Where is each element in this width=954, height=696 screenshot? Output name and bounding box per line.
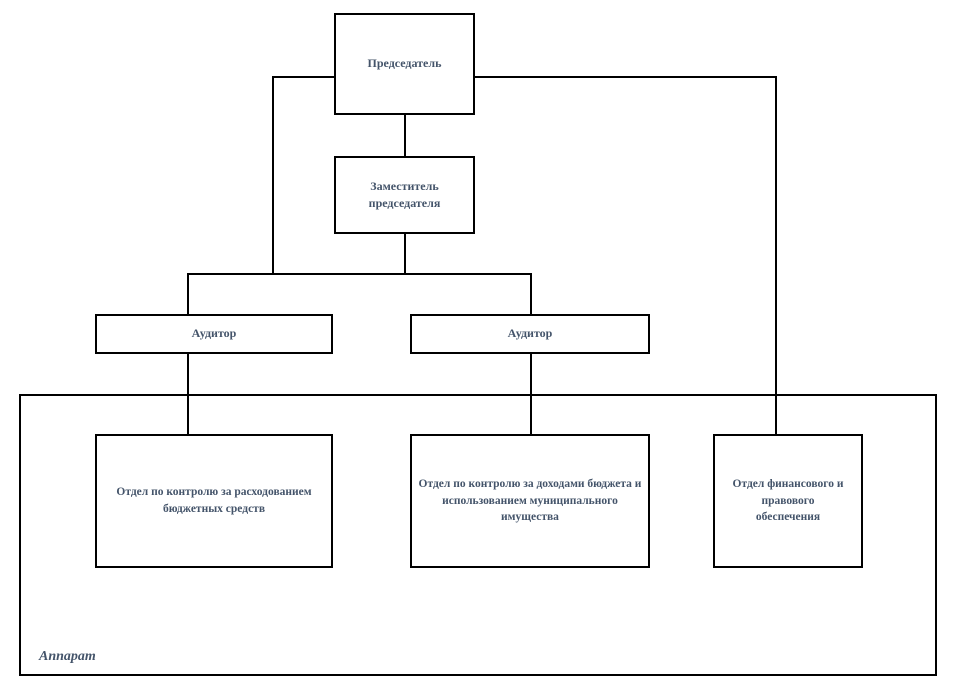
- node-dept-finance-legal: Отдел финансового и правового обеспечени…: [713, 434, 863, 568]
- node-auditor-left: Аудитор: [95, 314, 333, 354]
- connector-chairman-right-branch: [474, 76, 777, 78]
- connector-auditors-bar: [187, 273, 532, 275]
- node-auditor-right: Аудитор: [410, 314, 650, 354]
- connector-bar-to-auditor-left: [187, 273, 189, 315]
- connector-auditor-right-to-dept: [530, 353, 532, 435]
- apparatus-container: Аппарат: [19, 394, 937, 676]
- connector-deputy-to-bar: [404, 233, 406, 275]
- connector-chairman-deputy: [404, 114, 406, 157]
- node-dept-budget-spending-control: Отдел по контролю за расходованием бюдже…: [95, 434, 333, 568]
- connector-chairman-left-branch: [272, 76, 335, 78]
- node-chairman: Председатель: [334, 13, 475, 115]
- connector-auditor-left-to-dept: [187, 353, 189, 435]
- connector-bar-to-auditor-right: [530, 273, 532, 315]
- node-deputy-chairman: Заместитель председателя: [334, 156, 475, 234]
- node-dept-budget-income-control: Отдел по контролю за доходами бюджета и …: [410, 434, 650, 568]
- connector-right-branch-down: [775, 76, 777, 435]
- connector-left-branch-down: [272, 76, 274, 275]
- apparatus-label: Аппарат: [39, 649, 96, 664]
